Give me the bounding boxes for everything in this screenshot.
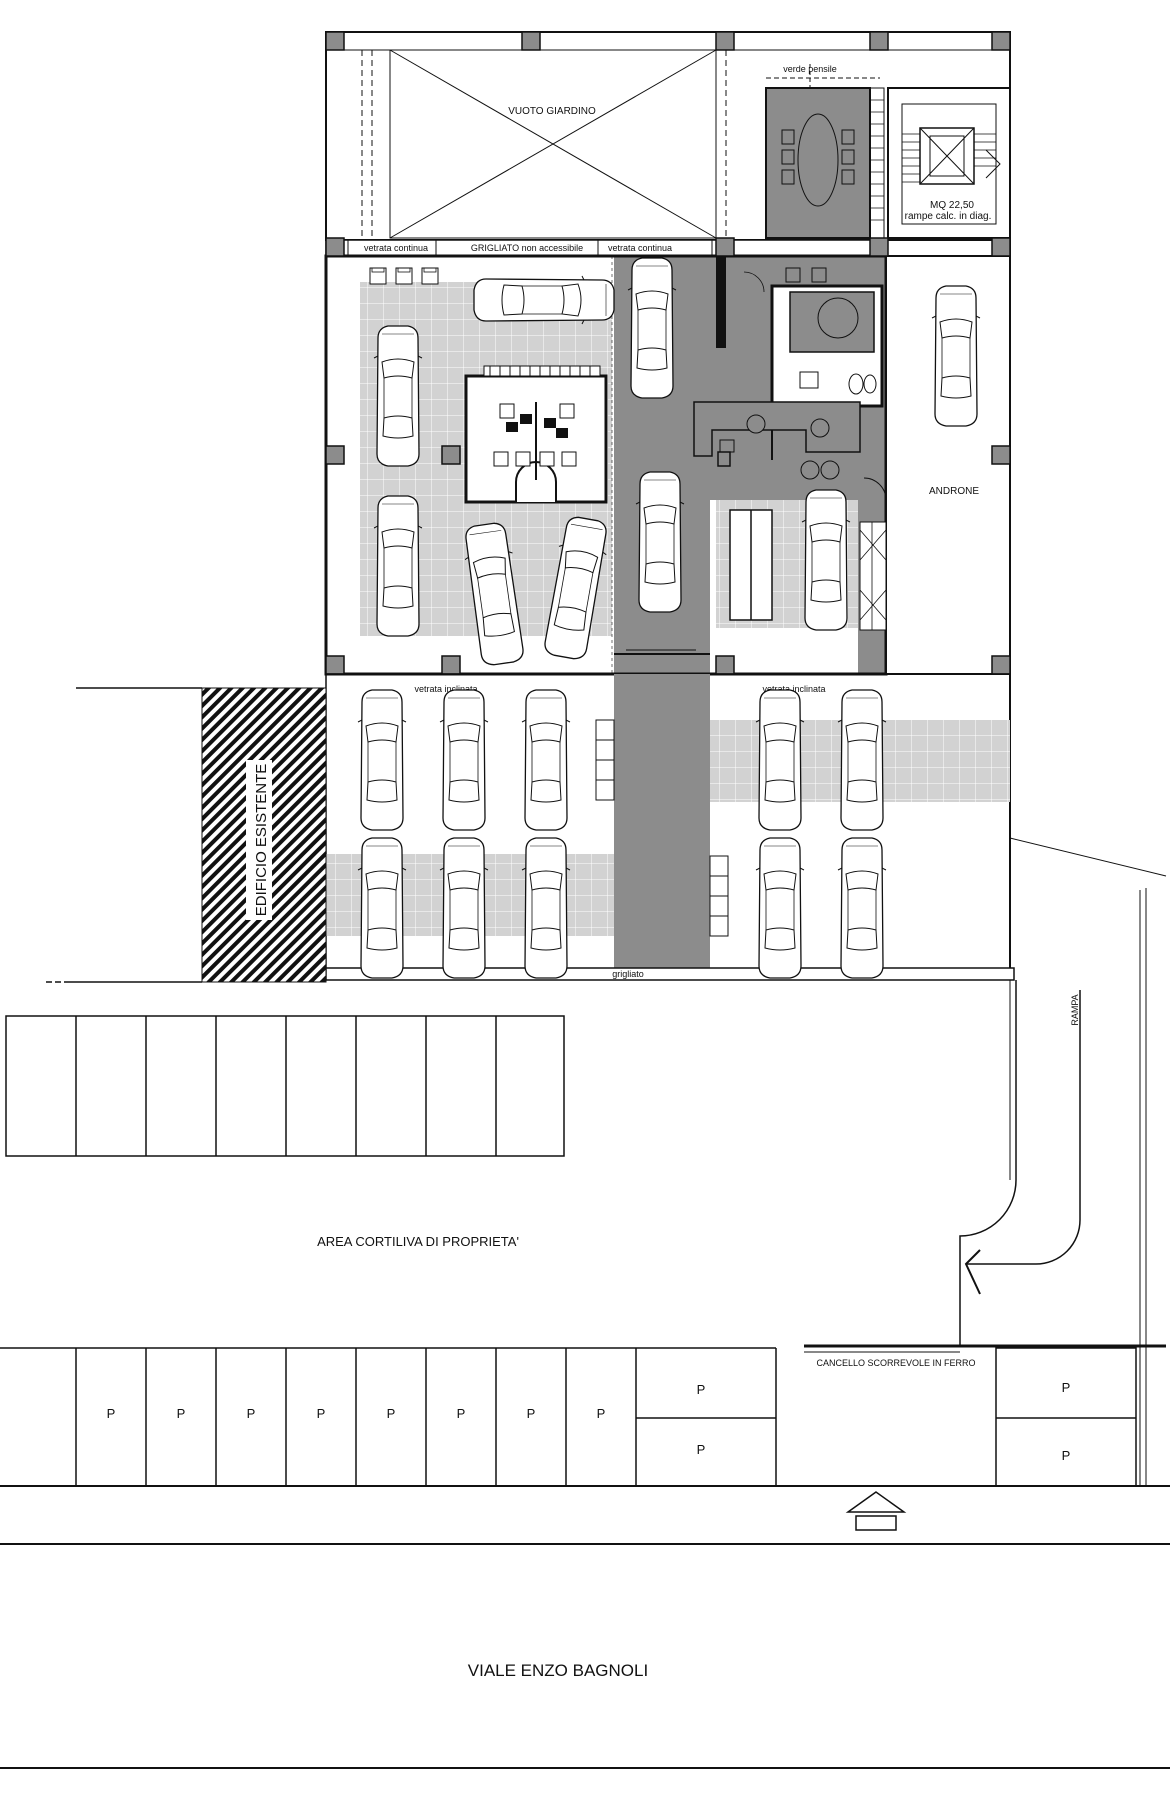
vuoto-giardino-label: VUOTO GIARDINO: [508, 106, 596, 117]
parking-label-12: P: [1062, 1448, 1071, 1463]
parking-label-7: P: [527, 1406, 536, 1421]
parking-label-11: P: [1062, 1380, 1071, 1395]
structural-columns: [325, 31, 1011, 675]
grigliato-label: grigliato: [612, 969, 644, 979]
parking-label-10: P: [697, 1442, 706, 1457]
mq-area-label: MQ 22,50: [930, 200, 974, 211]
covered-parking-area: [325, 673, 1015, 981]
verde-pensile-label: verde pensile: [783, 64, 837, 74]
androne-label: ANDRONE: [929, 486, 979, 497]
parking-label-1: P: [107, 1406, 116, 1421]
parking-label-8: P: [597, 1406, 606, 1421]
vetrata-continua-right-label: vetrata continua: [608, 243, 672, 253]
sliding-gate: [804, 1344, 960, 1353]
vetrata-continua-left-label: vetrata continua: [364, 243, 428, 253]
vetrata-inclinata-left-label: vetrata inclinata: [414, 684, 477, 694]
green-roof-meeting-room: [765, 64, 885, 239]
parking-p-labels: P P P P P P P P P P P P: [107, 1380, 1071, 1463]
parking-label-3: P: [247, 1406, 256, 1421]
parking-label-9: P: [697, 1382, 706, 1397]
cancello-label: CANCELLO SCORREVOLE IN FERRO: [816, 1358, 975, 1368]
edificio-esistente-label: EDIFICIO ESISTENTE: [253, 764, 270, 917]
viale-enzo-bagnoli-label: VIALE ENZO BAGNOLI: [468, 1661, 648, 1680]
area-cortiliva-label: AREA CORTILIVA DI PROPRIETA': [317, 1234, 519, 1249]
existing-building: [46, 687, 327, 983]
parking-label-2: P: [177, 1406, 186, 1421]
street-parking: [0, 1347, 1170, 1769]
parking-label-5: P: [387, 1406, 396, 1421]
parking-label-6: P: [457, 1406, 466, 1421]
parking-label-4: P: [317, 1406, 326, 1421]
entrance-arrow-icon: [845, 1491, 907, 1531]
courtyard-stalls: [5, 1015, 565, 1157]
grigliato-non-accessibile-label: GRIGLIATO non accessibile: [471, 243, 583, 253]
vetrata-inclinata-right-label: vetrata inclinata: [762, 684, 825, 694]
ramp: [959, 837, 1167, 1486]
rampa-label: RAMPA: [1070, 994, 1080, 1025]
display-stand: [729, 509, 773, 621]
stair-lift-core: [887, 87, 1011, 239]
rampe-label: rampe calc. in diag.: [905, 211, 992, 222]
